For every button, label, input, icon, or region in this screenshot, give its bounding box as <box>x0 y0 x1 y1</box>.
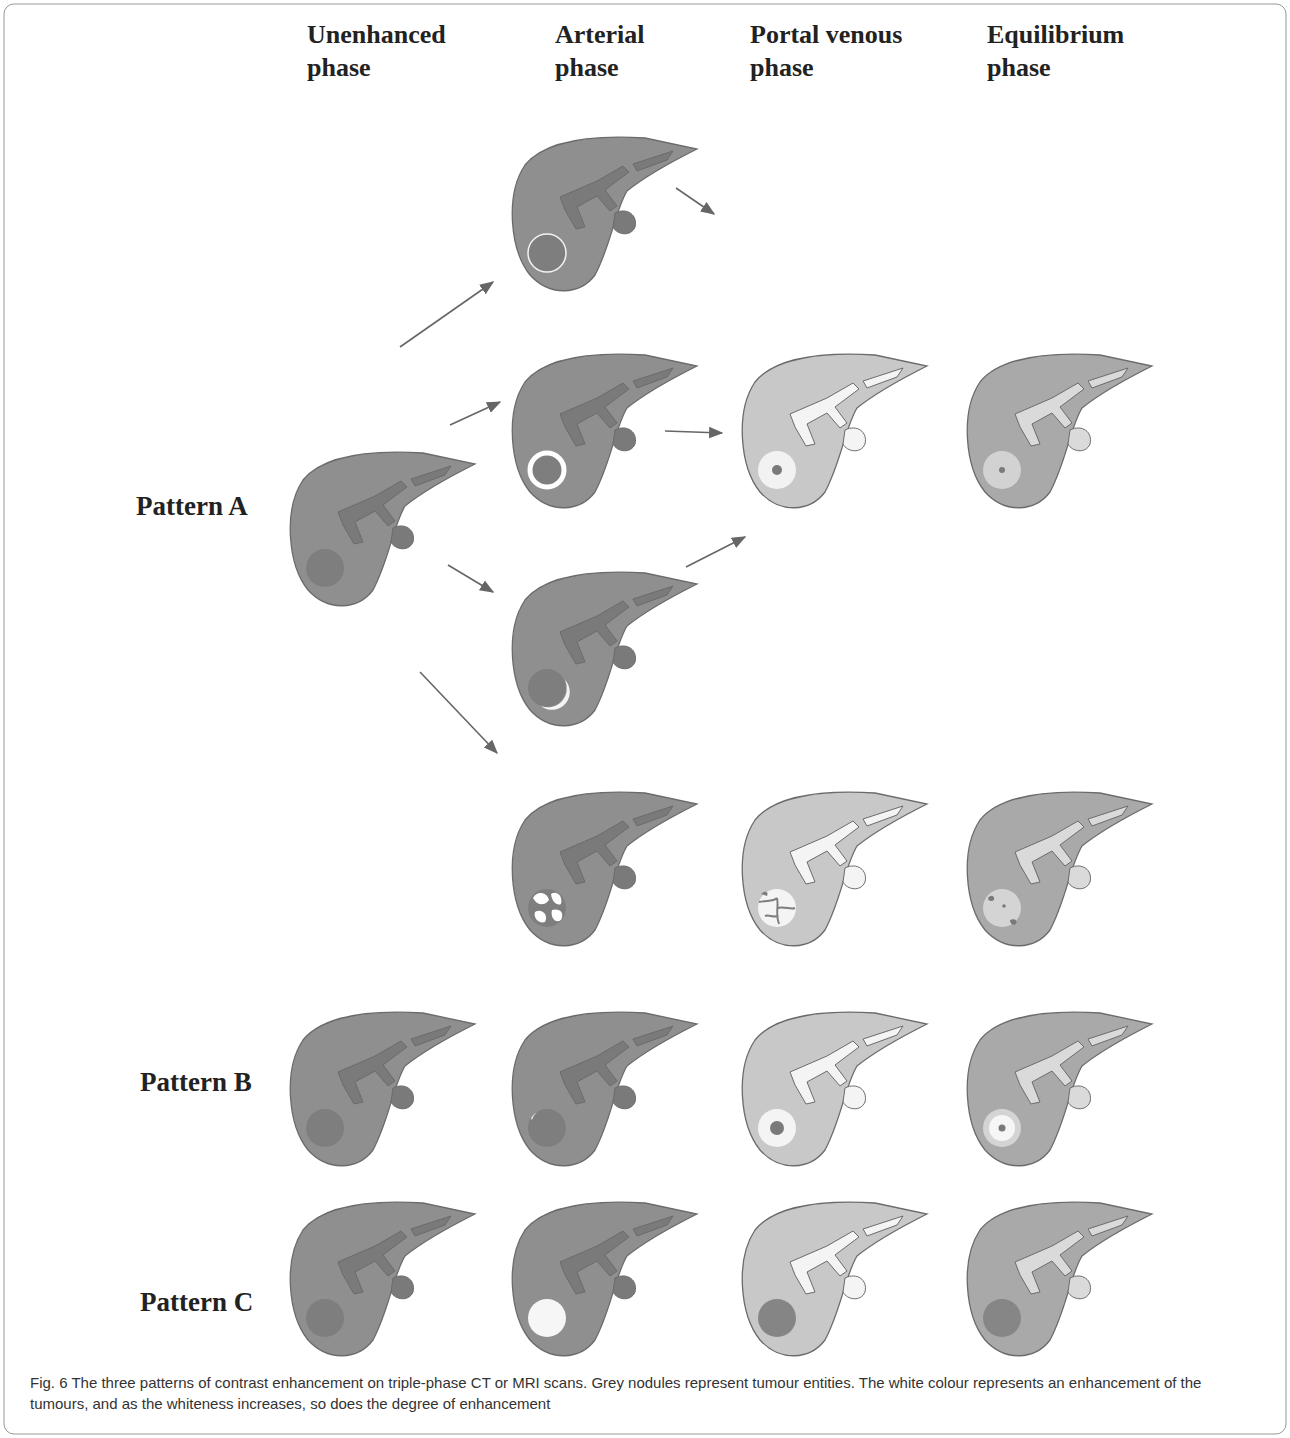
phase-heading: Arterial phase <box>555 18 685 84</box>
phase-heading: Unenhanced phase <box>307 18 477 84</box>
pattern-label: Pattern B <box>140 1066 252 1098</box>
liver-portal-venous <box>742 354 927 508</box>
phase-heading: Portal venous phase <box>750 18 945 84</box>
figure-frame <box>4 4 1286 1434</box>
liver-portal-venous <box>742 1202 927 1356</box>
liver-equilibrium <box>967 1012 1152 1166</box>
liver-arterial <box>512 792 697 946</box>
liver-equilibrium <box>967 354 1152 508</box>
liver-unenhanced <box>290 452 475 606</box>
liver-arterial <box>512 137 697 291</box>
liver-unenhanced <box>290 1202 475 1356</box>
phase-heading: Equilibrium phase <box>987 18 1162 84</box>
liver-arterial <box>512 1202 697 1356</box>
pattern-label: Pattern A <box>136 490 248 522</box>
figure-caption: Fig. 6 The three patterns of contrast en… <box>30 1372 1258 1414</box>
liver-arterial <box>512 354 697 508</box>
liver-equilibrium <box>967 792 1152 946</box>
liver-arterial <box>512 1012 697 1166</box>
liver-portal-venous <box>742 1012 927 1166</box>
pattern-label: Pattern C <box>140 1286 253 1318</box>
liver-equilibrium <box>967 1202 1152 1356</box>
liver-portal-venous <box>742 792 927 946</box>
liver-unenhanced <box>290 1012 475 1166</box>
liver-arterial <box>512 572 697 726</box>
